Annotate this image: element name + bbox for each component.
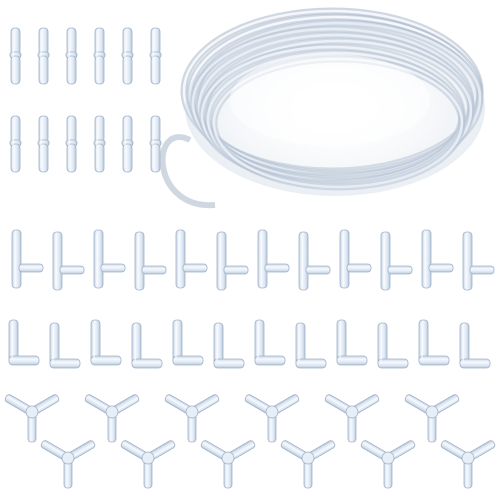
y-connector [4, 394, 60, 443]
straight-connector [93, 27, 106, 85]
tubing-coil [159, 7, 485, 209]
elbow-connector [213, 322, 245, 369]
y-connector [440, 440, 496, 489]
tee-connector [298, 231, 331, 291]
straight-connectors [9, 27, 162, 173]
y-connector [404, 394, 460, 443]
tee-connector [462, 231, 495, 291]
elbow-connector [131, 322, 163, 369]
tee-connector [380, 231, 413, 291]
elbow-connector [377, 322, 409, 369]
elbow-connector [90, 319, 122, 366]
elbow-connector [336, 319, 368, 366]
elbow-connector [254, 319, 286, 366]
tee-connector [11, 229, 44, 289]
y-connector [40, 440, 96, 489]
straight-connector [121, 27, 134, 85]
elbow-connector [418, 319, 450, 366]
straight-connector [93, 115, 106, 173]
straight-connector [37, 27, 50, 85]
straight-connector [37, 115, 50, 173]
y-connector [84, 394, 140, 443]
tee-connector [52, 231, 85, 291]
straight-connector [149, 115, 162, 173]
tubing-coil-roll [159, 7, 485, 209]
y-connector [164, 394, 220, 443]
elbow-connectors [8, 319, 491, 369]
y-connectors [4, 394, 496, 489]
elbow-connector [8, 319, 40, 366]
elbow-connector [172, 319, 204, 366]
elbow-connector [459, 322, 491, 369]
straight-connector [65, 27, 78, 85]
tee-connector [257, 229, 290, 289]
elbow-connector [295, 322, 327, 369]
tee-connector [175, 229, 208, 289]
tee-connector [421, 229, 454, 289]
y-connector [280, 440, 336, 489]
y-connector [360, 440, 416, 489]
y-connector [120, 440, 176, 489]
tee-connectors [11, 229, 495, 291]
elbow-connector [49, 322, 81, 369]
tee-connector [216, 231, 249, 291]
tee-connector [134, 231, 167, 291]
tee-connector [339, 229, 372, 289]
tee-connector [93, 229, 126, 289]
y-connector [324, 394, 380, 443]
straight-connector [149, 27, 162, 85]
straight-connector [9, 115, 22, 173]
straight-connector [9, 27, 22, 85]
y-connector [244, 394, 300, 443]
straight-connector [121, 115, 134, 173]
straight-connector [65, 115, 78, 173]
y-connector [200, 440, 256, 489]
